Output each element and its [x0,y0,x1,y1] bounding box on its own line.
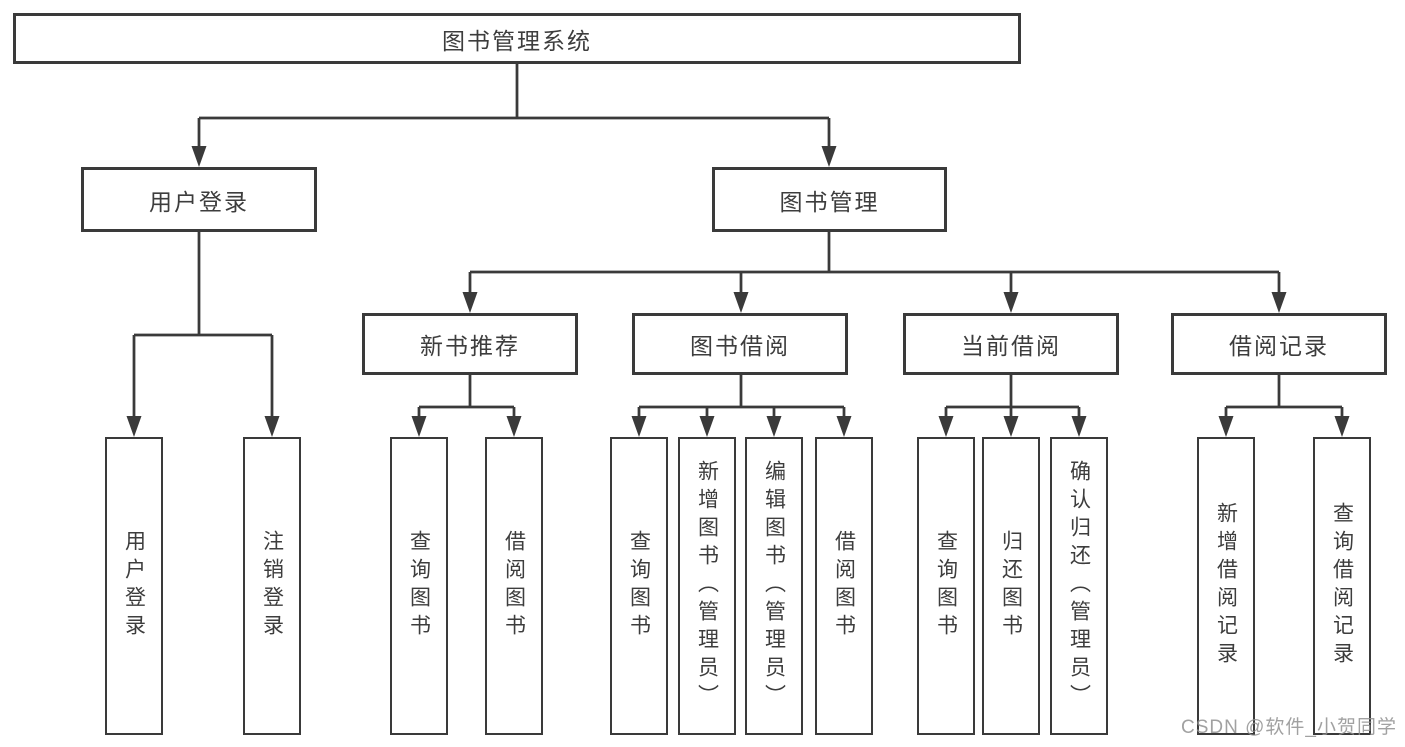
node-root: 图书管理系统 [13,13,1021,64]
leaf-rec-query-book-label: 查询图书 [407,530,431,642]
leaf-add-borrow-record-label: 新增借阅记录 [1214,502,1238,670]
node-book-borrow-label: 图书借阅 [690,333,790,359]
connector-lines [132,64,1344,420]
node-current-borrow-label: 当前借阅 [961,333,1061,359]
leaf-logout-label: 注销登录 [260,530,284,642]
leaf-borrow-query-book: 查询图书 [610,437,668,735]
leaf-add-book-admin: 新增图书（管理员） [678,437,736,735]
leaf-confirm-return-admin: 确认归还（管理员） [1050,437,1108,735]
leaf-edit-book-admin-label: 编辑图书（管理员） [762,460,786,712]
leaf-borrow-book: 借阅图书 [815,437,873,735]
node-root-label: 图书管理系统 [442,27,592,54]
leaf-return-book: 归还图书 [982,437,1040,735]
leaf-edit-book-admin: 编辑图书（管理员） [745,437,803,735]
leaf-borrow-query-book-label: 查询图书 [627,530,651,642]
leaf-rec-borrow-book-label: 借阅图书 [502,530,526,642]
leaf-confirm-return-admin-label: 确认归还（管理员） [1067,460,1091,712]
watermark: CSDN @软件_小贺同学 [1181,717,1397,738]
leaf-add-book-admin-label: 新增图书（管理员） [695,460,719,712]
node-user-login-label: 用户登录 [149,188,249,215]
node-book-borrow: 图书借阅 [632,313,848,375]
leaf-query-borrow-record: 查询借阅记录 [1313,437,1371,735]
leaf-current-query-book-label: 查询图书 [934,530,958,642]
leaf-add-borrow-record: 新增借阅记录 [1197,437,1255,735]
node-book-management: 图书管理 [712,167,947,232]
leaf-logout: 注销登录 [243,437,301,735]
leaf-current-query-book: 查询图书 [917,437,975,735]
node-new-book-recommend: 新书推荐 [362,313,578,375]
leaf-user-login-label: 用户登录 [122,530,146,642]
leaf-borrow-book-label: 借阅图书 [832,530,856,642]
leaf-rec-query-book: 查询图书 [390,437,448,735]
node-borrow-records: 借阅记录 [1171,313,1387,375]
node-current-borrow: 当前借阅 [903,313,1119,375]
leaf-rec-borrow-book: 借阅图书 [485,437,543,735]
node-borrow-records-label: 借阅记录 [1229,333,1329,359]
node-user-login: 用户登录 [81,167,317,232]
node-new-book-recommend-label: 新书推荐 [420,333,520,359]
leaf-user-login: 用户登录 [105,437,163,735]
node-book-management-label: 图书管理 [779,188,880,215]
leaf-query-borrow-record-label: 查询借阅记录 [1330,502,1354,670]
leaf-return-book-label: 归还图书 [999,530,1023,642]
